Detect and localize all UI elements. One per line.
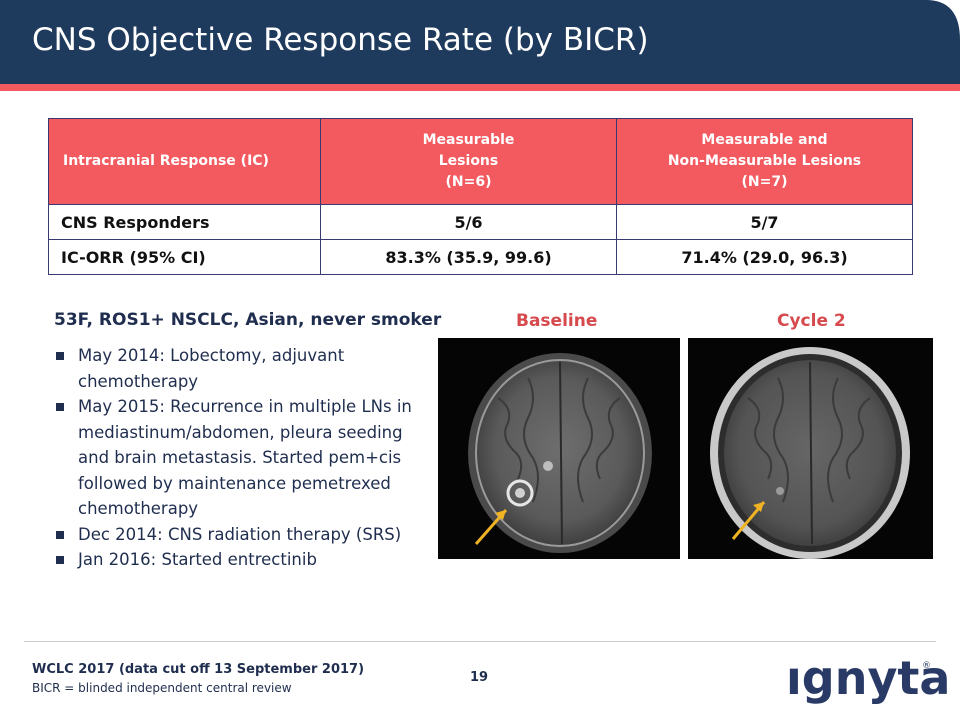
header-all-line: Measurable and <box>701 132 828 148</box>
list-item-text: Jan 2016: Started entrectinib <box>78 550 317 569</box>
square-bullet-icon <box>56 403 64 411</box>
response-table: Intracranial Response (IC) Measurable Le… <box>48 118 913 275</box>
list-item: May 2014: Lobectomy, adjuvant chemothera… <box>54 343 414 394</box>
row-label: CNS Responders <box>48 204 321 240</box>
table-row: IC-ORR (95% CI) 83.3% (35.9, 99.6) 71.4%… <box>48 239 913 275</box>
footer-reference: WCLC 2017 (data cut off 13 September 201… <box>32 662 365 677</box>
cycle2-label: Cycle 2 <box>777 311 846 331</box>
page-title: CNS Objective Response Rate (by BICR) <box>32 22 649 58</box>
header-measurable-nonmeasurable: Measurable and Non-Measurable Lesions (N… <box>616 118 913 205</box>
list-item: May 2015: Recurrence in multiple LNs in … <box>54 394 414 522</box>
table-header-row: Intracranial Response (IC) Measurable Le… <box>48 118 913 205</box>
square-bullet-icon <box>56 352 64 360</box>
cell-measurable: 83.3% (35.9, 99.6) <box>320 239 617 275</box>
list-item: Jan 2016: Started entrectinib <box>54 547 414 573</box>
list-item-text: May 2015: Recurrence in multiple LNs in … <box>78 397 412 518</box>
footer-divider <box>24 641 936 642</box>
header-measurable-line: Measurable <box>422 132 515 148</box>
cycle2-mri-image <box>688 338 933 559</box>
case-title: 53F, ROS1+ NSCLC, Asian, never smoker <box>54 310 442 330</box>
list-item: Dec 2014: CNS radiation therapy (SRS) <box>54 522 414 548</box>
page-number: 19 <box>470 670 489 685</box>
header-measurable: Measurable Lesions (N=6) <box>320 118 617 205</box>
cell-all: 5/7 <box>616 204 913 240</box>
square-bullet-icon <box>56 530 64 539</box>
header-banner: CNS Objective Response Rate (by BICR) <box>0 0 960 92</box>
header-intracranial-response: Intracranial Response (IC) <box>48 118 321 205</box>
list-item-text: May 2014: Lobectomy, adjuvant chemothera… <box>78 346 345 391</box>
baseline-label: Baseline <box>516 311 598 331</box>
header-all-line: (N=7) <box>741 174 788 190</box>
cell-measurable: 5/6 <box>320 204 617 240</box>
square-bullet-icon <box>56 556 64 564</box>
header-shape <box>0 0 960 91</box>
header-measurable-line: (N=6) <box>445 174 492 190</box>
row-label: IC-ORR (95% CI) <box>48 239 321 275</box>
registered-mark: ® <box>922 661 931 671</box>
case-bullet-list: May 2014: Lobectomy, adjuvant chemothera… <box>54 343 414 573</box>
header-all-line: Non-Measurable Lesions <box>667 153 862 169</box>
cell-all: 71.4% (29.0, 96.3) <box>616 239 913 275</box>
header-measurable-line: Lesions <box>438 153 499 169</box>
list-item-text: Dec 2014: CNS radiation therapy (SRS) <box>78 524 402 544</box>
baseline-mri-image <box>438 338 680 559</box>
footer-note: BICR = blinded independent central revie… <box>32 681 292 695</box>
ignyta-logo: ıgnyta <box>786 651 951 705</box>
table-row: CNS Responders 5/6 5/7 <box>48 204 913 240</box>
